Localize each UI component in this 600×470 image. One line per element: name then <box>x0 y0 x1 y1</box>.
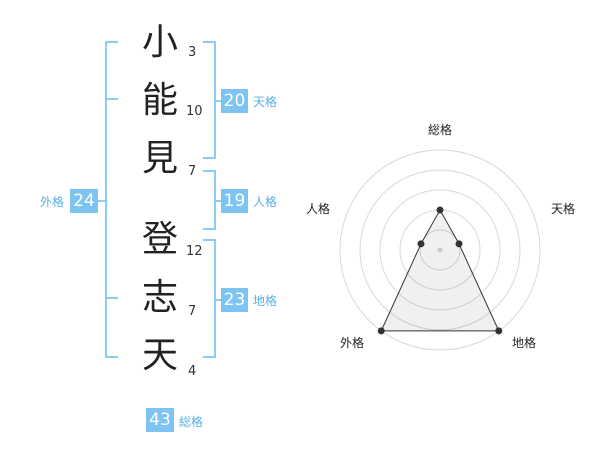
soukaku-value: 43 <box>146 408 174 432</box>
name-char-1: 小 <box>141 22 178 63</box>
radar-point-jinkaku <box>417 240 425 248</box>
radar-ring <box>339 149 541 351</box>
stroke-count-5: 7 <box>188 304 197 319</box>
name-char-3: 見 <box>141 138 178 179</box>
radar-label-gaikaku: 外格 <box>339 336 364 350</box>
radar-label-soukaku: 総格 <box>427 123 452 137</box>
name-char-2: 能 <box>141 80 178 121</box>
radar-point-chikaku <box>495 327 503 335</box>
tenkaku-value: 20 <box>221 89 248 113</box>
radar-ring <box>379 189 501 311</box>
radar-ring <box>419 229 461 271</box>
radar-point-gaikaku <box>377 327 385 335</box>
gaikaku-value: 24 <box>70 189 98 213</box>
jinkaku-value: 19 <box>221 189 248 213</box>
name-char-6: 天 <box>141 335 178 376</box>
tenkaku-label: 天格 <box>253 95 278 109</box>
chikaku-label: 地格 <box>253 294 278 308</box>
radar-label-jinkaku: 人格 <box>305 202 330 216</box>
radar-point-tenkaku <box>455 240 463 248</box>
gaikaku-label: 外格 <box>40 195 65 209</box>
stroke-count-4: 12 <box>186 244 203 259</box>
stroke-count-1: 3 <box>188 45 197 60</box>
stroke-count-6: 4 <box>188 364 197 379</box>
radar-score-polygon <box>380 208 500 332</box>
name-char-5: 志 <box>141 277 178 318</box>
radar-ring <box>359 169 521 331</box>
soukaku-label: 総格 <box>179 415 204 429</box>
stroke-count-2: 10 <box>186 104 203 119</box>
jinkaku-label: 人格 <box>253 195 278 209</box>
radar-center-dot <box>437 247 443 253</box>
radar-label-chikaku: 地格 <box>511 336 536 350</box>
stroke-count-3: 7 <box>188 164 197 179</box>
chikaku-value: 23 <box>221 288 248 312</box>
name-char-4: 登 <box>141 219 178 260</box>
radar-point-soukaku <box>436 206 444 214</box>
radar-label-tenkaku: 天格 <box>550 202 575 216</box>
